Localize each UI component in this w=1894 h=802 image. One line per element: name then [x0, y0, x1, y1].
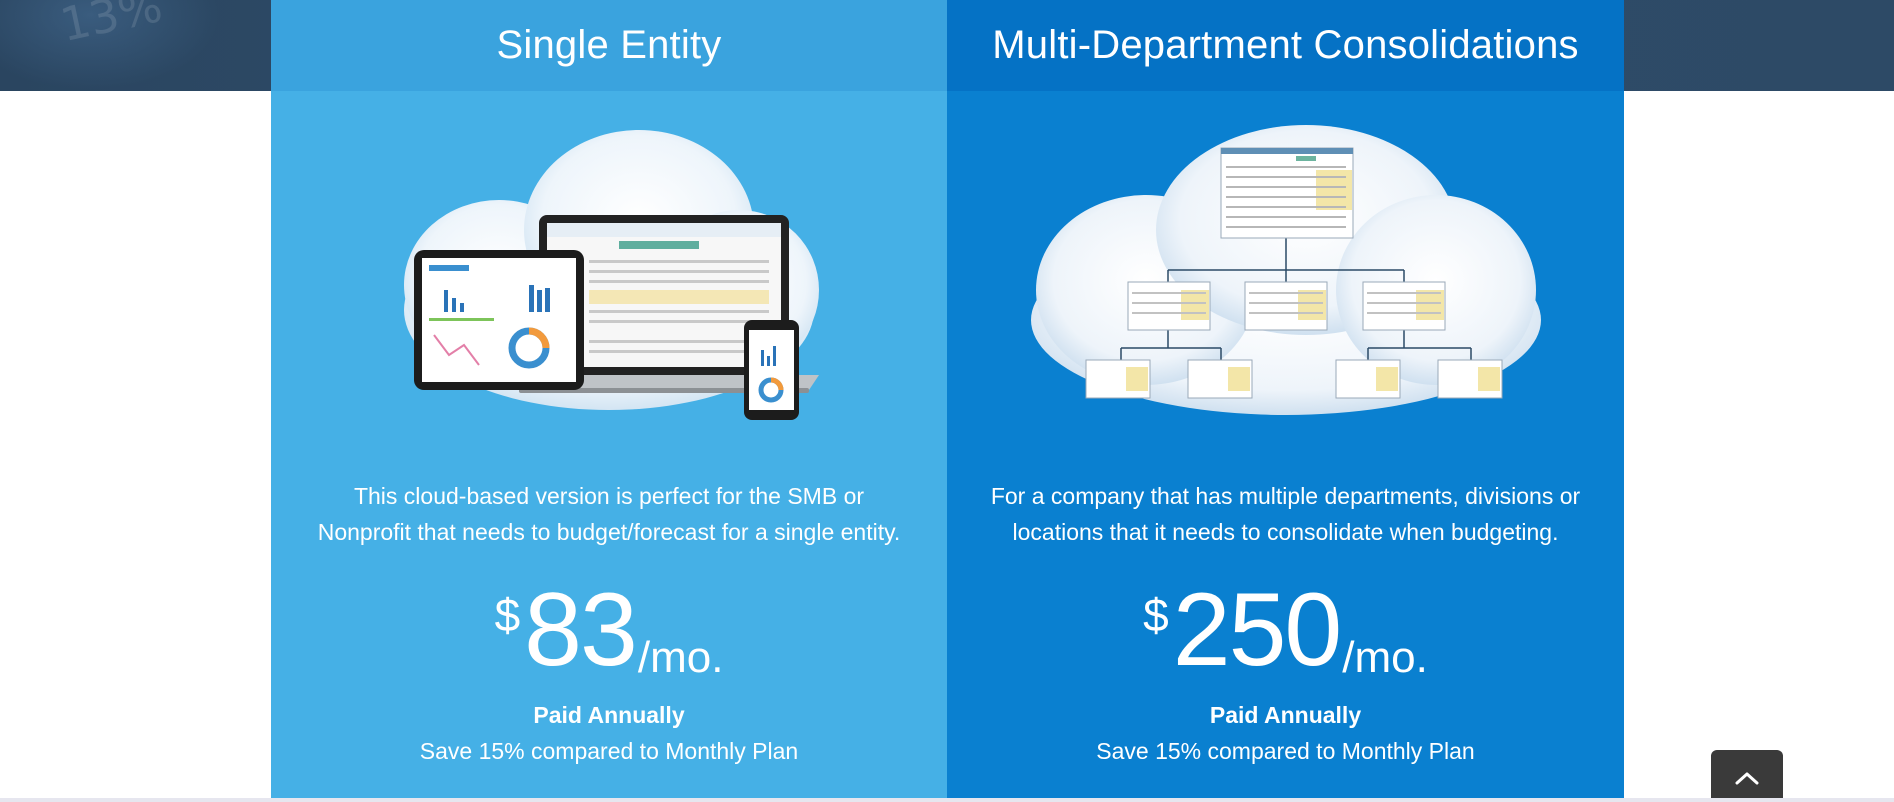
- spreadsheet-mid-left: [1127, 281, 1210, 331]
- phone-mockup: [744, 320, 799, 420]
- plan-card-single-entity: Single Entity: [271, 0, 947, 802]
- tablet-mockup: [414, 250, 584, 390]
- price-currency: $: [494, 589, 521, 641]
- price-currency: $: [1143, 589, 1169, 641]
- consolidation-illustration: [1030, 125, 1541, 415]
- page-bottom-edge: [0, 798, 1894, 802]
- spreadsheet-top: [1220, 147, 1353, 239]
- spreadsheet-mid-center: [1244, 281, 1327, 331]
- chevron-up-icon: [1735, 772, 1759, 785]
- billing-term: Paid Annually: [533, 702, 685, 728]
- org-chart-cloud-image: [947, 120, 1624, 450]
- billing-term: Paid Annually: [1209, 702, 1362, 728]
- spreadsheet-bottom-2: [1187, 359, 1252, 399]
- spreadsheet-mid-right: [1362, 281, 1445, 331]
- price-amount: 83: [524, 572, 638, 688]
- devices-cloud-image: [271, 120, 947, 450]
- laptop-mockup: [509, 215, 819, 393]
- spreadsheet-bottom-1: [1085, 359, 1150, 399]
- plan-title: Multi-Department Consolidations: [947, 0, 1624, 91]
- plan-description: For a company that has multiple departme…: [990, 483, 1581, 545]
- price-period: /mo.: [637, 633, 724, 682]
- price-amount: 250: [1172, 572, 1343, 688]
- plan-title: Single Entity: [271, 0, 947, 91]
- price-period: /mo.: [1342, 633, 1428, 682]
- org-chart-connectors: [1119, 238, 1472, 360]
- savings-note: Save 15% compared to Monthly Plan: [419, 738, 799, 764]
- plan-description: This cloud-based version is perfect for …: [317, 483, 901, 545]
- spreadsheet-thumbnails: [1085, 147, 1502, 399]
- plan-price: $ 250 /mo.: [947, 578, 1624, 688]
- pricing-columns: Single Entity: [271, 0, 1624, 802]
- devices-illustration: [404, 130, 819, 420]
- spreadsheet-bottom-4: [1437, 359, 1502, 399]
- plan-price: $ 83 /mo.: [271, 578, 947, 688]
- plan-card-multi-department: Multi-Department Consolidations: [947, 0, 1624, 802]
- savings-note: Save 15% compared to Monthly Plan: [1096, 738, 1475, 764]
- scroll-to-top-button[interactable]: [1711, 750, 1783, 802]
- spreadsheet-bottom-3: [1335, 359, 1400, 399]
